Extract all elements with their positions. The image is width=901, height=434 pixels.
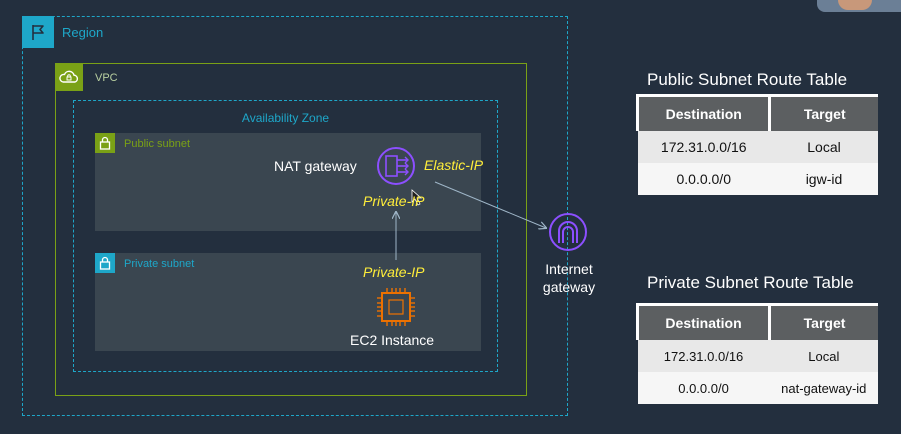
private-route-table: Destination Target 172.31.0.0/16 Local 0… — [635, 303, 878, 404]
public-table-header-target: Target — [768, 94, 878, 131]
nat-to-igw-arrow — [434, 181, 546, 228]
public-subnet — [95, 133, 481, 231]
vpc-cloud-icon — [55, 63, 83, 91]
region-boundary — [22, 16, 568, 416]
public-row-2-destination: 0.0.0.0/0 — [637, 163, 770, 195]
table-row: 172.31.0.0/16 Local — [637, 340, 878, 372]
ec2-private-ip-label: Private-IP — [363, 264, 425, 280]
igw-label-line2: gateway — [542, 279, 596, 295]
nat-gateway-icon — [377, 147, 415, 185]
internet-gateway-icon — [549, 213, 587, 251]
region-flag-icon — [22, 16, 54, 48]
public-subnet-label: Public subnet — [124, 138, 191, 150]
private-table-header-target: Target — [768, 303, 878, 340]
public-table-header-destination: Destination — [635, 94, 770, 131]
public-route-table-title: Public Subnet Route Table — [647, 70, 848, 89]
webcam-presenter — [838, 0, 872, 10]
private-row-1-target: Local — [769, 340, 878, 372]
private-subnet-lock-icon — [95, 253, 115, 273]
private-subnet — [95, 253, 481, 351]
table-row: 0.0.0.0/0 nat-gateway-id — [637, 372, 878, 404]
table-row: 172.31.0.0/16 Local — [637, 131, 878, 163]
elastic-ip-label: Elastic-IP — [424, 157, 484, 173]
ec2-instance-label: EC2 Instance — [350, 332, 435, 348]
public-route-table: Destination Target 172.31.0.0/16 Local 0… — [635, 94, 878, 195]
nat-gateway-label: NAT gateway — [274, 158, 357, 174]
mouse-cursor-icon — [411, 189, 423, 206]
vpc-boundary — [55, 63, 527, 396]
nat-private-ip-label: Private-IP — [363, 193, 425, 209]
public-row-1-destination: 172.31.0.0/16 — [637, 131, 770, 163]
private-subnet-label: Private subnet — [124, 258, 195, 270]
private-route-table-title: Private Subnet Route Table — [647, 273, 854, 292]
vpc-label: VPC — [95, 72, 118, 84]
internet-gateway-label: Internet gateway — [534, 260, 604, 296]
public-subnet-lock-icon — [95, 133, 115, 153]
availability-zone-label: Availability Zone — [241, 111, 330, 125]
availability-zone-boundary — [73, 100, 498, 372]
public-row-1-target: Local — [769, 131, 878, 163]
ec2-instance-icon — [377, 288, 415, 326]
private-row-2-destination: 0.0.0.0/0 — [637, 372, 770, 404]
igw-label-line1: Internet — [545, 261, 593, 277]
private-row-1-destination: 172.31.0.0/16 — [637, 340, 770, 372]
public-row-2-target: igw-id — [769, 163, 878, 195]
table-row: 0.0.0.0/0 igw-id — [637, 163, 878, 195]
region-label: Region — [62, 25, 104, 40]
private-row-2-target: nat-gateway-id — [769, 372, 878, 404]
private-table-header-destination: Destination — [635, 303, 770, 340]
